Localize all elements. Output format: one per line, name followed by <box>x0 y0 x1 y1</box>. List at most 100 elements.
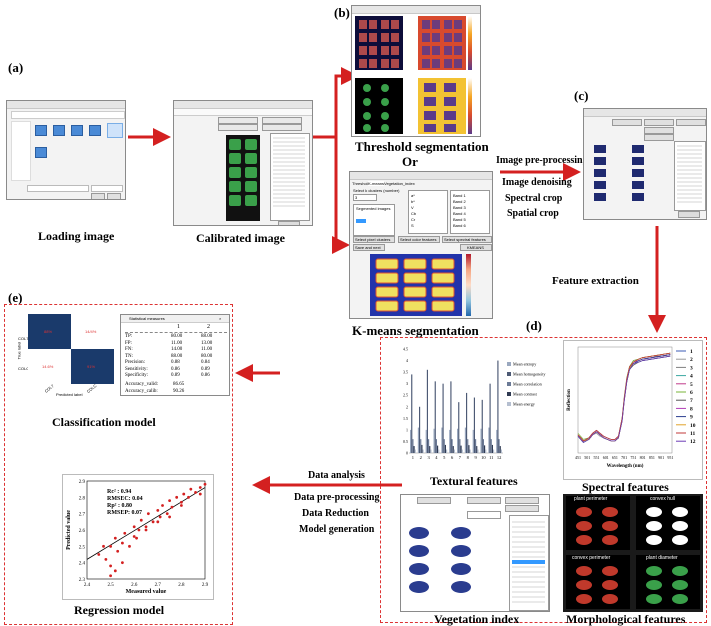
veg-band-list[interactable] <box>509 515 549 611</box>
select-spectral-features-button[interactable]: Select spectral features <box>442 236 492 243</box>
kmeans-run-button[interactable]: KMEANS <box>460 244 492 251</box>
mean-radio-button[interactable] <box>218 117 258 124</box>
veg-save-cube-button[interactable] <box>505 505 539 512</box>
tab-vegetation-index[interactable]: Vegetation_index <box>384 181 415 186</box>
file-icon[interactable] <box>71 125 83 136</box>
veg-features-extraction-tab[interactable] <box>467 497 501 504</box>
step-data-analysis: Data analysis <box>308 470 365 481</box>
cm-class-row-1: COLC <box>18 366 30 371</box>
address-bar[interactable] <box>11 111 125 119</box>
cm-ylabel: True label <box>16 341 22 360</box>
tex-xtick: 4 <box>435 455 438 460</box>
kmeans-tabs: Threshold K-means Vegetation_index <box>352 181 492 187</box>
file-icon[interactable] <box>35 147 47 158</box>
stats-value: 0.84 <box>201 360 210 365</box>
channel-item[interactable]: a* <box>411 193 415 198</box>
select-color-features-button[interactable]: Select color features <box>398 236 440 243</box>
reg-point <box>121 541 124 545</box>
selected-item[interactable] <box>356 219 366 223</box>
k-value: 3 <box>355 195 358 200</box>
confusion-matrix: True label COL7 COLC 88% 14/4% 14.6% 91%… <box>10 312 122 397</box>
band-list[interactable] <box>270 133 310 221</box>
band-item[interactable]: Band 5 <box>453 217 466 222</box>
band-item[interactable]: Band 1 <box>453 193 466 198</box>
veg-batch-tab[interactable] <box>505 497 539 504</box>
reg-point <box>180 500 183 504</box>
spec-xtick: 851 <box>649 455 655 460</box>
tex-bar <box>428 439 430 453</box>
spec-xtick: 951 <box>667 455 673 460</box>
band-item[interactable]: Band 3 <box>453 205 466 210</box>
nav-pane[interactable] <box>11 121 31 181</box>
veg-image-preprocessing-tab[interactable] <box>417 497 451 504</box>
file-icon-selected[interactable] <box>107 123 123 138</box>
reduce-button[interactable] <box>678 211 700 218</box>
image-preprocessing-tab[interactable] <box>612 119 642 126</box>
cancel-button[interactable] <box>107 193 121 199</box>
tex-ytick: 4.5 <box>403 347 408 352</box>
reg-point <box>123 531 127 535</box>
reg-point <box>132 525 136 529</box>
tab-kmeans[interactable]: K-means <box>368 181 385 186</box>
channel-item[interactable]: Cb <box>411 211 417 216</box>
stats-value: 11.00 <box>171 340 183 346</box>
cm-class-row-0: COL7 <box>18 336 29 341</box>
tex-bar <box>468 445 470 453</box>
reg-point <box>168 499 171 502</box>
veg-select-list[interactable] <box>467 511 501 519</box>
image-preprocessing-button[interactable] <box>262 117 302 124</box>
tab-threshold[interactable]: Threshold <box>352 181 370 186</box>
band-item[interactable]: Band 2 <box>453 199 466 204</box>
reg-xtick: 2.4 <box>84 583 91 588</box>
channel-item[interactable]: S <box>411 223 414 228</box>
tex-bar <box>413 446 415 453</box>
kmeans-colorbar <box>466 254 471 316</box>
file-icon[interactable] <box>35 125 47 136</box>
stat-rmsep: RMSEP: 0.07 <box>107 510 142 516</box>
tex-bar <box>452 446 454 453</box>
save-next-button[interactable]: Save and next <box>353 244 385 251</box>
morph-plant-diameter: plant diameter <box>636 555 700 609</box>
save-cube-button[interactable] <box>644 127 674 134</box>
open-button[interactable] <box>91 193 105 199</box>
channel-item[interactable]: V <box>411 205 414 210</box>
select-pixel-clusters-button[interactable]: Select pixel clusters <box>353 236 395 243</box>
reg-point <box>132 535 136 538</box>
cm-class-col-0: COL7 <box>43 383 55 394</box>
reg-point <box>170 505 174 509</box>
channel-item[interactable]: b* <box>411 199 415 204</box>
close-icon[interactable]: × <box>219 316 222 321</box>
channel-item[interactable]: Cr <box>411 217 416 222</box>
select-clusters-label: Select k clusters (number) <box>353 188 400 193</box>
reg-point <box>109 574 112 578</box>
batch-of-images-tab[interactable] <box>676 119 706 126</box>
preprocessing-band-list[interactable] <box>674 141 706 211</box>
features-extraction-tab[interactable] <box>644 119 674 126</box>
k-clusters-input[interactable]: 3 <box>353 194 377 201</box>
band-item[interactable]: Band 6 <box>453 223 466 228</box>
preprocessed-thumbnails <box>592 145 650 205</box>
tex-xtick: 9 <box>474 455 477 460</box>
stats-label: Precision: <box>125 360 145 365</box>
channel-list[interactable]: a* b* V Cb Cr S <box>408 190 448 234</box>
stats-value: 0.86 <box>201 373 210 378</box>
tex-bar <box>475 439 477 453</box>
cm-class-col-1: COLC <box>85 383 98 394</box>
band-select-list[interactable]: Band 1 Band 2 Band 3 Band 4 Band 5 Band … <box>450 190 490 234</box>
features-extraction-button[interactable] <box>262 124 302 131</box>
filetype-select[interactable] <box>91 185 123 192</box>
ok-button[interactable] <box>278 221 300 225</box>
segmented-images-list[interactable]: Segmented images <box>353 204 395 236</box>
band-item[interactable]: Band 4 <box>453 211 466 216</box>
threshold-plants-2 <box>422 20 462 68</box>
spec-xtick: 601 <box>603 455 609 460</box>
kmeans-plants <box>375 258 455 312</box>
filename-input[interactable] <box>27 185 89 192</box>
file-icon[interactable] <box>53 125 65 136</box>
plot-spectrum-button[interactable] <box>644 134 674 141</box>
file-icon[interactable] <box>89 125 101 136</box>
vegetation-indices-button[interactable] <box>218 124 258 131</box>
spec-legend-label: 10 <box>690 423 696 429</box>
